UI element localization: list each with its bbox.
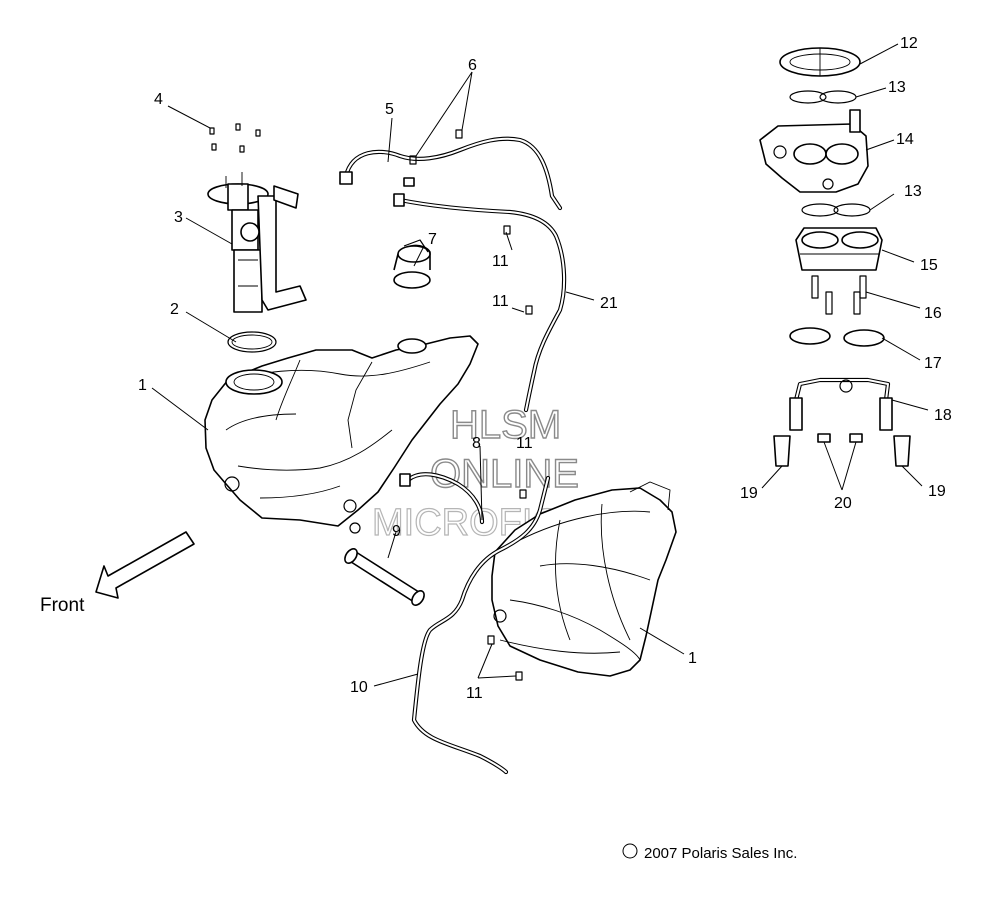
- fuel-filter: [344, 548, 425, 606]
- callout-16: 16: [924, 305, 942, 322]
- leader-lines: [151, 43, 929, 687]
- fuel-rail: [789, 377, 893, 431]
- watermark-line-2: ONLINE: [430, 452, 579, 496]
- callout-11-a: 11: [492, 253, 509, 270]
- callout-2: 2: [170, 301, 179, 318]
- return-hose: [399, 472, 485, 525]
- callout-1-right: 1: [688, 650, 697, 667]
- copyright-symbol: ©: [627, 847, 634, 857]
- callout-7: 7: [428, 231, 437, 248]
- callout-5: 5: [385, 101, 394, 118]
- pump-seal-ring: [227, 331, 277, 353]
- fuel-tank-left: [204, 335, 479, 534]
- callout-8: 8: [472, 435, 481, 452]
- callout-1-left: 1: [138, 377, 147, 394]
- copyright-notice: © 2007 Polaris Sales Inc.: [622, 843, 797, 862]
- callout-14: 14: [896, 131, 914, 148]
- callout-6: 6: [468, 57, 477, 74]
- intake-boots: [795, 227, 883, 271]
- callout-21: 21: [600, 295, 618, 312]
- fuel-cap: [393, 239, 431, 289]
- fuel-pump-assembly: [207, 172, 307, 313]
- intake-flange: [779, 47, 861, 77]
- vent-hose: [339, 136, 563, 211]
- callout-13-top: 13: [888, 79, 906, 96]
- front-label: Front: [40, 595, 85, 616]
- callout-20: 20: [834, 495, 852, 512]
- callout-19-right: 19: [928, 483, 946, 500]
- throttle-body: [759, 109, 869, 193]
- connectors-20: [817, 433, 863, 443]
- watermark-line-1: HLSM: [450, 403, 561, 447]
- callout-10: 10: [350, 679, 368, 696]
- pump-screws: [209, 123, 261, 153]
- fuel-injectors: [773, 435, 911, 467]
- fuel-line-10: [411, 475, 551, 775]
- callout-17: 17: [924, 355, 942, 372]
- callout-19-left: 19: [740, 485, 758, 502]
- copyright-text: 2007 Polaris Sales Inc.: [644, 845, 797, 862]
- callout-13-bottom: 13: [904, 183, 922, 200]
- copyright-circle: [622, 843, 638, 859]
- callout-9: 9: [392, 523, 401, 540]
- callout-12: 12: [900, 35, 918, 52]
- callout-3: 3: [174, 209, 183, 226]
- hose-clips: [409, 129, 463, 165]
- fuel-tank-right: [491, 481, 677, 677]
- bolts-16: [811, 275, 867, 315]
- callout-11-c: 11: [516, 435, 533, 452]
- callout-4: 4: [154, 91, 163, 108]
- callout-11-b: 11: [492, 293, 509, 310]
- callout-numbers: 1 1 2 3 4 5 6 7 8 9 10 11 11 11 11 12 13…: [138, 35, 952, 702]
- callout-11-d: 11: [466, 685, 483, 702]
- clamps-11: [487, 225, 533, 681]
- front-direction-arrow: Front: [40, 531, 195, 616]
- fuel-line-21: [393, 193, 567, 413]
- clamps-17: [789, 327, 885, 347]
- callout-18: 18: [934, 407, 952, 424]
- callout-15: 15: [920, 257, 938, 274]
